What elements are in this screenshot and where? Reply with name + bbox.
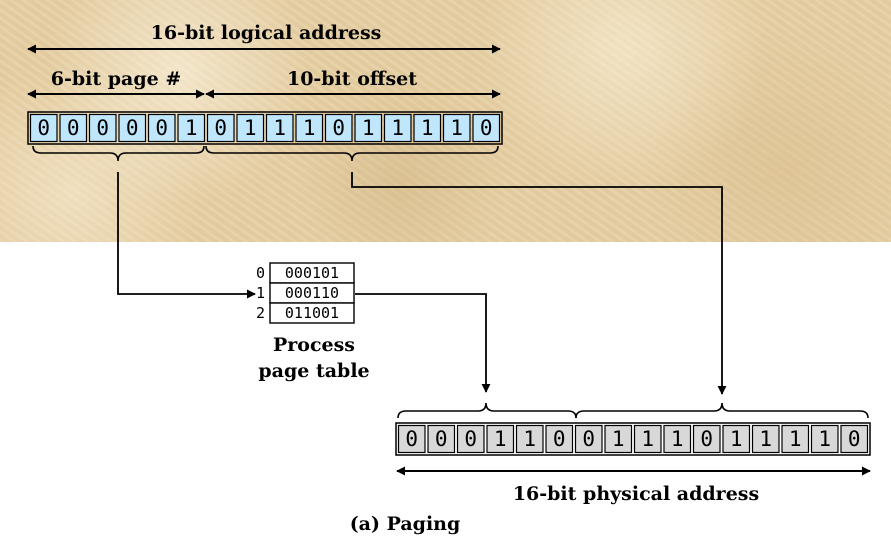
offset-brace [205,145,499,162]
physical-bit-digit: 0 [553,427,566,451]
page-table-caption-line2: page table [258,360,369,382]
physical-bit-cell [840,424,869,454]
physical-bit-digit: 1 [730,427,743,451]
physical-bit-cell [751,424,780,454]
physical-bit-cell [574,424,603,454]
physical-bit-digit: 1 [494,427,507,451]
logical-bit-cell [472,113,501,143]
logical-bit-digit: 0 [332,116,345,140]
page-table: 000101 0 000110 1 011001 2 [256,262,355,324]
physical-bit-digit: 1 [523,427,536,451]
page-table-entry: 000101 [285,264,339,282]
physical-bit-cell [486,424,515,454]
physical-bit-digit: 1 [818,427,831,451]
logical-bit-digit: 0 [214,116,227,140]
physical-bit-digit: 1 [671,427,684,451]
physical-bit-cell [427,424,456,454]
physical-bit-digit: 1 [612,427,625,451]
logical-bit-digit: 0 [37,116,50,140]
physical-bit-digit: 0 [582,427,595,451]
logical-bit-digit: 0 [155,116,168,140]
physical-bit-cell [722,424,751,454]
logical-bit-cell [177,113,206,143]
physical-bit-cell [810,424,839,454]
offset-to-physical-arrow [351,172,727,395]
logical-bit-cell [88,113,117,143]
physical-bit-cell [781,424,810,454]
logical-bit-cell [118,113,147,143]
figure-caption: (a) Paging [350,513,461,535]
physical-bit-digit: 0 [848,427,861,451]
logical-bit-cell [324,113,353,143]
page-table-index: 1 [256,284,265,302]
logical-bit-cell [442,113,471,143]
logical-bit-digit: 1 [303,116,316,140]
logical-bit-cell [59,113,88,143]
physical-address-title: 16-bit physical address [513,483,759,505]
physical-bit-digit: 0 [700,427,713,451]
page-number-to-table-arrow [117,172,256,299]
logical-bit-digit: 0 [126,116,139,140]
logical-bit-digit: 1 [362,116,375,140]
physical-bit-digit: 0 [405,427,418,451]
logical-bit-digit: 1 [421,116,434,140]
page-number-brace [32,145,205,162]
page-table-entry-cell [269,302,355,324]
page-table-entry: 000110 [285,284,339,302]
logical-bit-cell [354,113,383,143]
logical-bit-cell [29,113,58,143]
logical-bit-cell [147,113,176,143]
physical-bit-digit: 0 [435,427,448,451]
logical-bit-cell [265,113,294,143]
physical-bit-cell [515,424,544,454]
frame-number-brace [397,402,577,419]
page-table-index: 2 [256,304,265,322]
logical-bit-cell [295,113,324,143]
physical-bit-digit: 1 [759,427,772,451]
logical-bit-cell [236,113,265,143]
logical-bit-cell [413,113,442,143]
logical-bit-digit: 1 [391,116,404,140]
physical-bit-cell [456,424,485,454]
physical-offset-brace [575,402,869,419]
logical-bit-digit: 1 [450,116,463,140]
logical-bit-digit: 1 [273,116,286,140]
logical-bit-digit: 1 [244,116,257,140]
logical-bit-cell [206,113,235,143]
page-number-label: 6-bit page # [51,68,182,90]
logical-bit-frame [27,111,503,145]
logical-bit-digit: 0 [480,116,493,140]
page-table-caption-line1: Process [273,334,355,356]
physical-bit-cell [692,424,721,454]
physical-bit-cell [663,424,692,454]
physical-bit-digit: 1 [789,427,802,451]
physical-bit-cell [604,424,633,454]
logical-bit-digit: 0 [96,116,109,140]
logical-address-title: 16-bit logical address [151,22,382,44]
logical-bit-cell [383,113,412,143]
physical-bit-cell [633,424,662,454]
frame-to-physical-arrow [355,293,491,393]
physical-bit-cell [545,424,574,454]
logical-bit-digit: 1 [185,116,198,140]
logical-bit-digit: 0 [67,116,80,140]
page-table-entry: 011001 [285,304,339,322]
physical-bit-digit: 1 [641,427,654,451]
offset-label: 10-bit offset [287,68,417,90]
physical-bit-frame [395,422,871,456]
page-table-index: 0 [256,264,265,282]
physical-bit-cell [397,424,426,454]
physical-bit-digit: 0 [464,427,477,451]
